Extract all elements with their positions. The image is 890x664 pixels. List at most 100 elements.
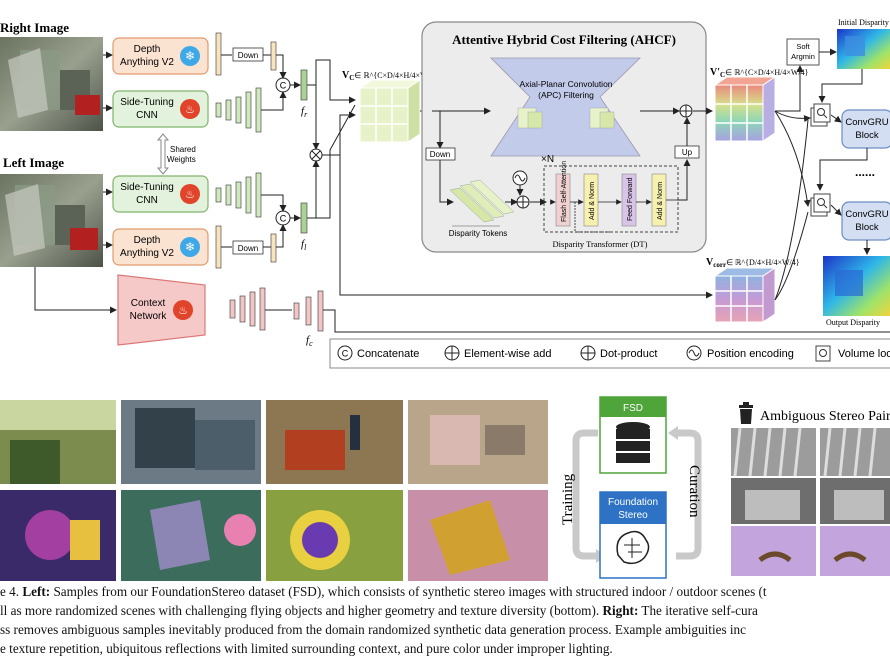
svg-text:Soft: Soft — [796, 42, 810, 51]
figure-caption: e 4. Left: Samples from our FoundationSt… — [0, 582, 890, 658]
database-icon — [616, 422, 650, 463]
ahcf-title: Attentive Hybrid Cost Filtering (AHCF) — [452, 32, 676, 47]
legend-concat: C Concatenate — [337, 345, 419, 361]
svg-text:Argmin: Argmin — [791, 52, 815, 61]
svg-text:Add & Norm: Add & Norm — [657, 182, 664, 220]
svg-text:Dot-product: Dot-product — [600, 348, 657, 360]
depth-anything-top: Depth Anything V2 ❄ — [112, 37, 209, 75]
vc-label: VC∈ ℝ^{C×D/4×H/4×W/4} — [342, 70, 438, 82]
caption-line-3: ss removes ambiguous samples inevitably … — [0, 622, 746, 637]
right-image-label: Right Image — [0, 20, 69, 35]
svg-text:Depth: Depth — [134, 235, 161, 246]
flame-icon: ♨ — [185, 189, 195, 201]
flame-icon: ♨ — [178, 305, 188, 317]
ambiguous-title: Ambiguous Stereo Pairs — [760, 409, 890, 424]
svg-text:Anything V2: Anything V2 — [120, 57, 174, 68]
svg-text:Side-Tuning: Side-Tuning — [120, 97, 174, 108]
volume-lookup-icon — [810, 193, 831, 217]
legend-position-encoding: Position encoding — [686, 345, 794, 361]
convgru-block-1: ConvGRU Block — [841, 109, 890, 149]
disparity-transformer-label: Disparity Transformer (DT) — [553, 239, 648, 249]
training-label: Training — [560, 473, 576, 525]
dot-product-node — [309, 148, 323, 162]
fsd-box: FSD — [599, 396, 667, 474]
shared-weights-arrow — [156, 133, 170, 175]
snowflake-icon: ❄ — [185, 240, 195, 254]
feature-bars — [215, 32, 324, 332]
fl-label: fl — [301, 238, 307, 252]
disparity-transformer: Flash Self-Attention Add & Norm Feed For… — [543, 161, 679, 233]
legend-dot-product: Dot-product — [580, 345, 657, 361]
svg-text:Down: Down — [238, 244, 258, 253]
right-image-photo — [0, 37, 103, 131]
svg-text:Concatenate: Concatenate — [357, 348, 419, 360]
curation-label: Curation — [686, 465, 702, 518]
vcorr-volume — [713, 267, 777, 323]
fc-label: fc — [306, 334, 313, 348]
legend-elementwise-add: Element-wise add — [444, 345, 551, 361]
sample-grid — [0, 400, 548, 581]
svg-text:Block: Block — [855, 130, 878, 141]
convgru-block-2: ConvGRU Block — [841, 201, 890, 241]
up-box-ahcf: Up — [674, 145, 700, 159]
disparity-tokens-label: Disparity Tokens — [449, 229, 508, 238]
disparity-tokens — [449, 179, 515, 227]
down-box-ahcf: Down — [425, 147, 456, 161]
svg-text:Flash Self-Attention: Flash Self-Attention — [561, 161, 568, 222]
context-network: Context Network ♨ — [117, 274, 206, 346]
svg-text:Add & Norm: Add & Norm — [589, 182, 596, 220]
trash-icon — [739, 402, 753, 424]
svg-text:Foundation: Foundation — [608, 497, 658, 508]
snowflake-icon: ❄ — [185, 49, 195, 63]
side-tuning-cnn-top: Side-Tuning CNN ♨ — [112, 90, 209, 128]
times-n: ×N — [541, 154, 554, 165]
svg-text:(APC) Filtering: (APC) Filtering — [538, 90, 594, 100]
svg-text:Position encoding: Position encoding — [707, 348, 794, 360]
concat-node-bottom: C — [275, 210, 291, 226]
svg-text:ConvGRU: ConvGRU — [845, 117, 888, 128]
svg-text:C: C — [280, 81, 287, 91]
vc-cost-volume — [358, 79, 422, 143]
svg-text:ConvGRU: ConvGRU — [845, 209, 888, 220]
output-disparity-label: Output Disparity — [826, 318, 880, 327]
svg-text:Context: Context — [131, 298, 166, 309]
svg-text:Volume lookup: Volume lookup — [838, 348, 890, 360]
svg-text:Axial-Planar Convolution: Axial-Planar Convolution — [519, 79, 612, 89]
volume-lookup-icon — [810, 103, 831, 127]
svg-text:Anything V2: Anything V2 — [120, 248, 174, 259]
brain-icon — [616, 530, 650, 565]
vc-prime-label: V′C∈ ℝ^{C×D/4×H/4×W/4} — [710, 67, 809, 79]
svg-text:Depth: Depth — [134, 44, 161, 55]
caption-line-4: e texture repetition, ubiquitous reflect… — [0, 641, 613, 656]
svg-text:Up: Up — [682, 148, 693, 157]
down-box-bottom: Down — [232, 240, 264, 255]
svg-text:Block: Block — [855, 222, 878, 233]
vc-prime-volume — [713, 76, 777, 142]
legend: C Concatenate Element-wise add Dot-produ… — [329, 338, 890, 369]
apc-filtering: Axial-Planar Convolution (APC) Filtering — [490, 57, 641, 157]
vcorr-label: Vcorr∈ ℝ^{D/4×H/4×W/4} — [706, 257, 800, 269]
left-image-photo — [0, 174, 103, 267]
svg-text:C: C — [342, 349, 349, 359]
legend-volume-lookup: Volume lookup — [815, 345, 890, 362]
svg-text:CNN: CNN — [136, 195, 158, 206]
fr-label: fr — [301, 105, 308, 119]
svg-text:Down: Down — [430, 150, 450, 159]
ambiguous-samples — [731, 427, 890, 576]
svg-text:C: C — [280, 214, 287, 224]
soft-argmin-box: Soft Argmin — [786, 38, 820, 66]
svg-text:FSD: FSD — [623, 403, 643, 414]
svg-text:Stereo: Stereo — [618, 510, 648, 521]
svg-text:Down: Down — [238, 51, 258, 60]
svg-text:Element-wise add: Element-wise add — [464, 348, 551, 360]
shared-weights-label-2: Weights — [167, 155, 196, 164]
shared-weights-label: Shared — [170, 145, 196, 154]
svg-text:Network: Network — [130, 311, 168, 322]
caption-line-2: ll as more randomized scenes with challe… — [0, 603, 758, 618]
foundation-stereo-box: Foundation Stereo — [599, 491, 667, 579]
svg-text:Feed Forward: Feed Forward — [627, 177, 634, 221]
down-box-top: Down — [232, 47, 264, 62]
flame-icon: ♨ — [185, 104, 195, 116]
iteration-dots: ...... — [855, 165, 875, 179]
